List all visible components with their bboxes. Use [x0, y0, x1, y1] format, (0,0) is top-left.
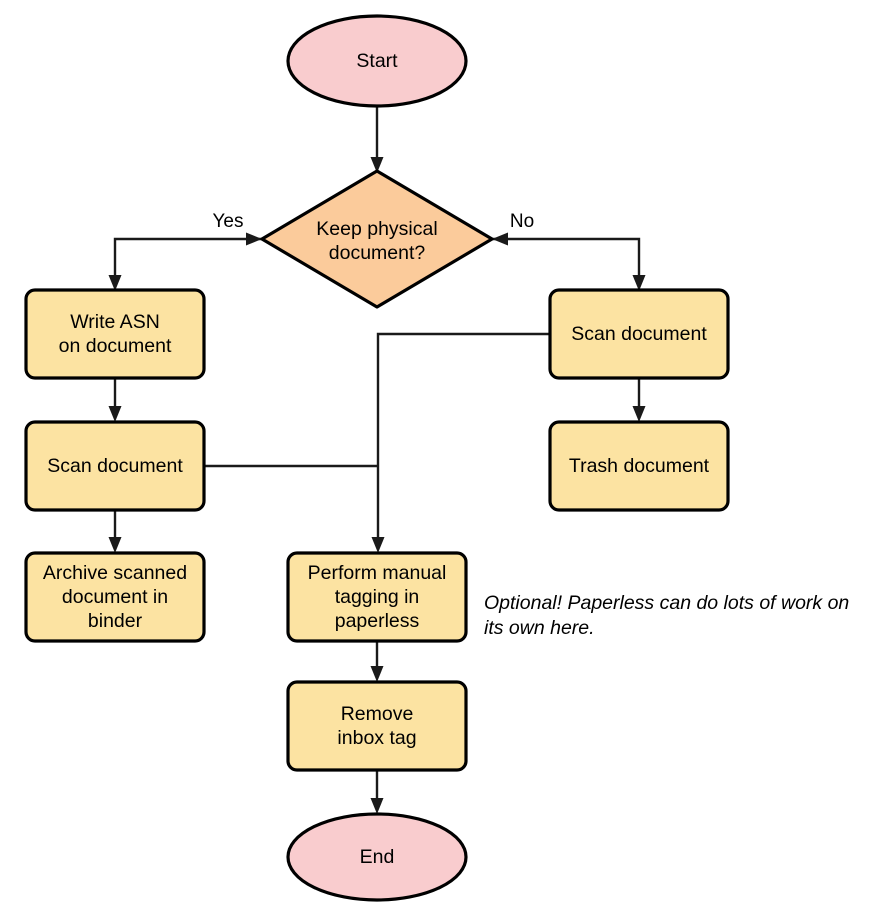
scan-document-right-label: Scan document — [571, 323, 707, 345]
node-write-asn-on-document[interactable]: Write ASN on document — [24, 288, 206, 380]
arrowhead-right-decision-yes — [246, 232, 262, 246]
write-asn-label-line1: Write ASN — [70, 311, 160, 333]
arrowhead-down-tagging — [371, 537, 385, 553]
scan-document-right-box-shape[interactable] — [548, 288, 730, 380]
optional-note-line2: its own here. — [484, 617, 595, 639]
arrowhead-left-decision-no — [492, 232, 508, 246]
tagging-label-line1: Perform manual — [308, 562, 447, 584]
arrowhead-down-scanright — [632, 275, 646, 291]
archive-label-line2: document in — [62, 586, 168, 608]
scan-document-left-label: Scan document — [47, 455, 183, 477]
edge-line-decision-scanright — [492, 237, 641, 282]
decision-label-line2: document? — [329, 242, 426, 264]
write-asn-label-line2: on document — [59, 335, 172, 357]
arrowhead-down-decision — [370, 157, 384, 173]
tagging-box-shape[interactable] — [286, 551, 468, 643]
trash-document-label: Trash document — [569, 455, 710, 477]
archive-box-shape[interactable] — [24, 551, 206, 643]
arrowhead-down-trash — [632, 406, 646, 422]
remove-inbox-tag-label-line2: inbox tag — [337, 727, 416, 749]
start-label: Start — [356, 50, 398, 72]
remove-inbox-tag-label-line1: Remove — [341, 703, 414, 725]
scan-document-left-box-shape[interactable] — [24, 420, 206, 512]
archive-label-line3: binder — [88, 610, 143, 632]
trash-document-box-shape[interactable] — [548, 420, 730, 512]
edge-decision-to-scan-right — [492, 232, 646, 291]
node-end[interactable]: End — [286, 812, 468, 902]
edge-label-no: No — [510, 211, 534, 232]
node-trash-document[interactable]: Trash document — [548, 420, 730, 512]
archive-label-line1: Archive scanned — [43, 562, 187, 584]
start-ellipse-shape[interactable] — [286, 14, 468, 108]
remove-inbox-tag-box-shape[interactable] — [286, 680, 468, 772]
edge-line-decision-write — [113, 237, 262, 282]
edge-scan-right-to-tagging — [371, 332, 550, 553]
edge-decision-to-write — [108, 232, 262, 291]
edge-scan-right-to-trash — [632, 378, 646, 422]
arrowhead-down-scanleft — [108, 406, 122, 422]
tagging-label-line2: tagging in — [335, 586, 420, 608]
arrowhead-down-archive — [108, 537, 122, 553]
node-perform-manual-tagging[interactable]: Perform manual tagging in paperless — [286, 551, 468, 643]
write-asn-box-shape[interactable] — [24, 288, 206, 380]
edge-label-yes: Yes — [213, 211, 244, 232]
arrowhead-down-inbox — [370, 666, 384, 682]
edge-line-scanright-tagging — [376, 332, 550, 544]
edge-tagging-to-inbox — [370, 641, 384, 682]
tagging-label-line3: paperless — [335, 610, 420, 632]
node-remove-inbox-tag[interactable]: Remove inbox tag — [286, 680, 468, 772]
edge-scan-left-to-archive — [108, 510, 122, 553]
annotation-optional-note: Optional! Paperless can do lots of work … — [484, 592, 849, 639]
arrowhead-down-end — [370, 798, 384, 814]
end-ellipse-shape[interactable] — [286, 812, 468, 902]
node-start[interactable]: Start — [286, 14, 468, 108]
node-scan-document-right[interactable]: Scan document — [548, 288, 730, 380]
edge-label-layer: Yes No — [213, 211, 535, 232]
decision-label-line1: Keep physical — [316, 218, 437, 240]
node-archive-scanned-document[interactable]: Archive scanned document in binder — [24, 551, 206, 643]
edge-start-to-decision — [370, 106, 384, 173]
decision-diamond-shape[interactable] — [260, 169, 494, 309]
node-decision-keep-physical-document[interactable]: Keep physical document? — [260, 169, 494, 309]
edge-write-to-scan-left — [108, 378, 122, 422]
edge-inbox-to-end — [370, 770, 384, 814]
end-label: End — [360, 846, 395, 868]
optional-note-line1: Optional! Paperless can do lots of work … — [484, 592, 849, 614]
node-scan-document-left[interactable]: Scan document — [24, 420, 206, 512]
edge-layer — [108, 106, 646, 814]
arrowhead-down-write — [108, 275, 122, 291]
